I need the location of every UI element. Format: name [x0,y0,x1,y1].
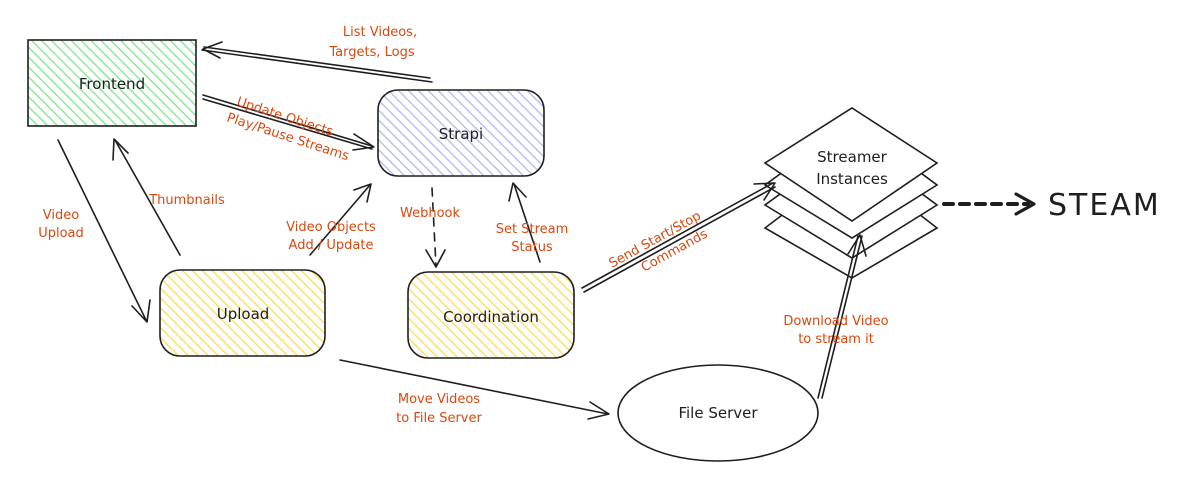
coordination-node: Coordination [407,271,575,359]
strapi-node: Strapi [377,89,545,177]
edge-thumbnails [112,138,181,256]
label-thumbnails: Thumbnails [148,193,225,208]
streamer-label-line1: Streamer [817,148,888,166]
upload-label: Upload [217,305,270,323]
edge-download-video [817,234,867,399]
frontend-label: Frontend [79,75,145,93]
edge-set-stream-status [508,182,541,263]
streamer-instances-node: Streamer Instances [763,107,939,279]
edge-send-commands [581,182,776,293]
label-video-upload-2: Upload [38,226,84,241]
edge-video-objects [309,183,372,256]
coordination-label: Coordination [443,308,539,326]
label-move-videos-1: Move Videos [398,392,480,407]
edge-move-videos [339,359,610,420]
label-set-stream-1: Set Stream [496,222,569,237]
label-video-objects-2: Add / Update [289,238,374,253]
label-download-video-1: Download Video [783,314,888,329]
strapi-label: Strapi [439,125,483,143]
label-download-video-2: to stream it [798,332,874,347]
label-video-objects-1: Video Objects [286,220,376,235]
streamer-label-line2: Instances [816,170,888,188]
label-webhook: Webhook [400,206,460,221]
edge-video-upload [57,139,151,323]
edge-to-steam [942,192,1036,216]
label-list-videos-1: List Videos, [343,25,417,40]
file-server-label: File Server [678,404,758,422]
label-video-upload-1: Video [43,208,79,223]
label-list-videos-2: Targets, Logs [328,45,414,60]
label-set-stream-2: Status [511,240,553,255]
label-move-videos-2: to File Server [396,411,482,426]
edge-list-videos [201,41,433,83]
edge-webhook [425,187,446,268]
edge-update-objects [202,94,375,151]
frontend-node: Frontend [27,39,197,127]
steam-label: STEAM [1048,188,1161,223]
file-server-node: File Server [617,364,819,462]
upload-node: Upload [159,269,326,357]
